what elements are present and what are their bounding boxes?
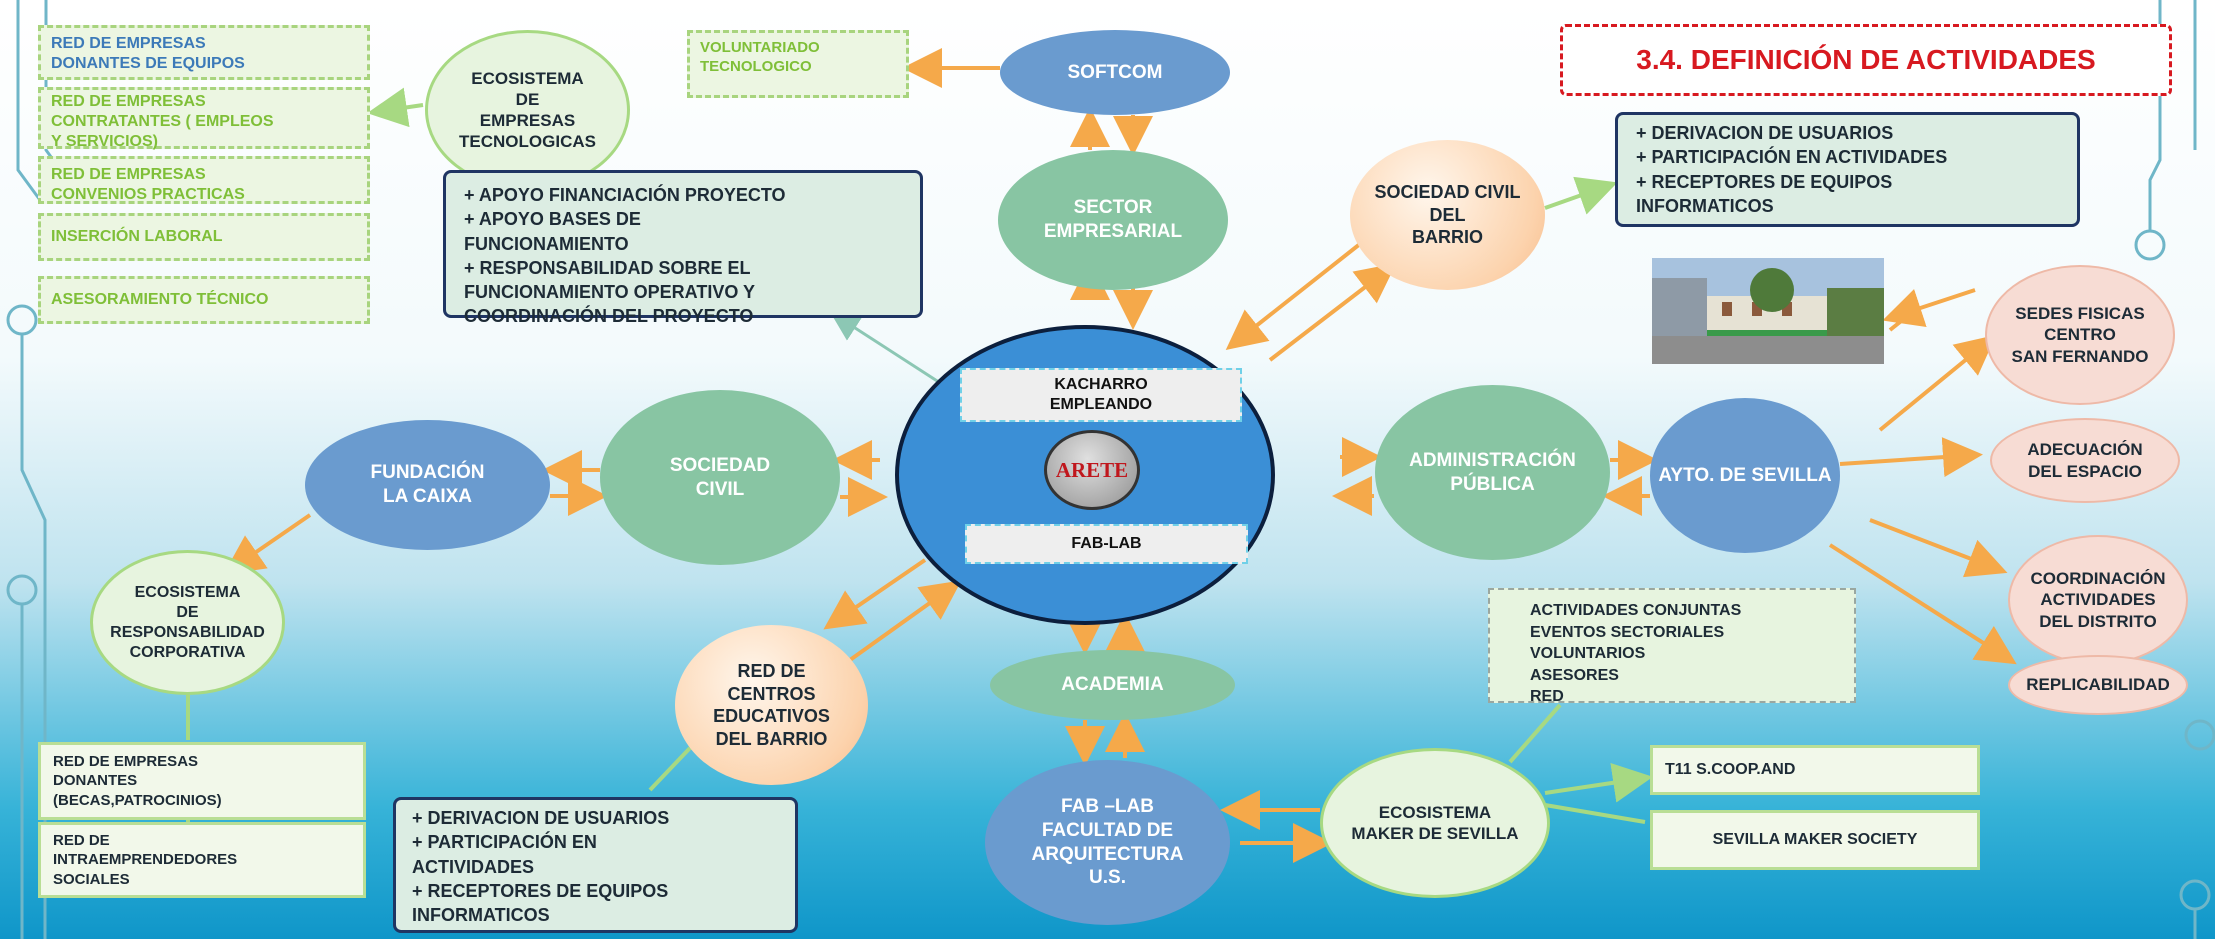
box-apoyo-proyecto: + APOYO FINANCIACIÓN PROYECTO + APOYO BA… <box>443 170 923 326</box>
box-contratantes: RED DE EMPRESAS CONTRATANTES ( EMPLEOS Y… <box>38 87 370 150</box>
page-title: 3.4. DEFINICIÓN DE ACTIVIDADES <box>1560 24 2172 96</box>
box-empresas-donantes: RED DE EMPRESAS DONANTES (BECAS,PATROCIN… <box>38 742 366 820</box>
node-administracion-publica: ADMINISTRACIÓN PÚBLICA <box>1375 385 1610 560</box>
node-sedes-fisicas: SEDES FISICAS CENTRO SAN FERNANDO <box>1985 265 2175 405</box>
box-convenios: RED DE EMPRESAS CONVENIOS PRACTICAS <box>38 156 370 204</box>
node-ecosistema-rsc: ECOSISTEMA DE RESPONSABILIDAD CORPORATIV… <box>90 550 285 695</box>
box-voluntariado: VOLUNTARIADO TECNOLOGICO <box>687 30 909 98</box>
box-centros-text: + DERIVACION DE USUARIOS + PARTICIPACIÓN… <box>412 808 670 926</box>
box-barrio-text: + DERIVACION DE USUARIOS + PARTICIPACIÓN… <box>1636 123 1948 216</box>
box-donantes-equipos: RED DE EMPRESAS DONANTES DE EQUIPOS <box>38 25 370 80</box>
node-softcom: SOFTCOM <box>1000 30 1230 115</box>
label-fablab: FAB-LAB <box>965 524 1248 564</box>
box-asesoramiento: ASESORAMIENTO TÉCNICO <box>38 276 370 324</box>
box-apoyo-text: + APOYO FINANCIACIÓN PROYECTO + APOYO BA… <box>464 185 786 327</box>
node-sector-empresarial: SECTOR EMPRESARIAL <box>998 150 1228 290</box>
node-fablab-arquitectura: FAB –LAB FACULTAD DE ARQUITECTURA U.S. <box>985 760 1230 925</box>
node-ayto-sevilla: AYTO. DE SEVILLA <box>1650 398 1840 553</box>
label-kacharro: KACHARRO EMPLEANDO <box>960 368 1242 422</box>
building-photo <box>1652 258 1884 364</box>
box-intraemprendedores: RED DE INTRAEMPRENDEDORES SOCIALES <box>38 822 366 898</box>
node-ecosistema-tecnologico: ECOSISTEMA DE EMPRESAS TECNOLOGICAS <box>425 30 630 190</box>
box-barrio-acciones: + DERIVACION DE USUARIOS + PARTICIPACIÓN… <box>1615 112 2080 227</box>
box-t11: T11 S.COOP.AND <box>1650 745 1980 795</box>
node-red-centros-educativos: RED DE CENTROS EDUCATIVOS DEL BARRIO <box>675 625 868 785</box>
node-ecosistema-maker: ECOSISTEMA MAKER DE SEVILLA <box>1320 748 1550 898</box>
box-insercion: INSERCIÓN LABORAL <box>38 213 370 261</box>
node-academia: ACADEMIA <box>990 650 1235 720</box>
building-photo-image <box>1652 258 1884 364</box>
node-fundacion-la-caixa: FUNDACIÓN LA CAIXA <box>305 420 550 550</box>
node-arete: ARETE <box>1044 430 1140 510</box>
node-sociedad-civil: SOCIEDAD CIVIL <box>600 390 840 565</box>
node-adecuacion-espacio: ADECUACIÓN DEL ESPACIO <box>1990 418 2180 503</box>
node-coordinacion-actividades: COORDINACIÓN ACTIVIDADES DEL DISTRITO <box>2008 535 2188 665</box>
node-replicabilidad: REPLICABILIDAD <box>2008 655 2188 715</box>
box-sevilla-maker-society: SEVILLA MAKER SOCIETY <box>1650 810 1980 870</box>
box-actividades-conjuntas: ACTIVIDADES CONJUNTAS EVENTOS SECTORIALE… <box>1488 588 1856 705</box>
box-centros-acciones: + DERIVACION DE USUARIOS + PARTICIPACIÓN… <box>393 797 798 933</box>
node-sociedad-civil-barrio: SOCIEDAD CIVIL DEL BARRIO <box>1350 140 1545 290</box>
